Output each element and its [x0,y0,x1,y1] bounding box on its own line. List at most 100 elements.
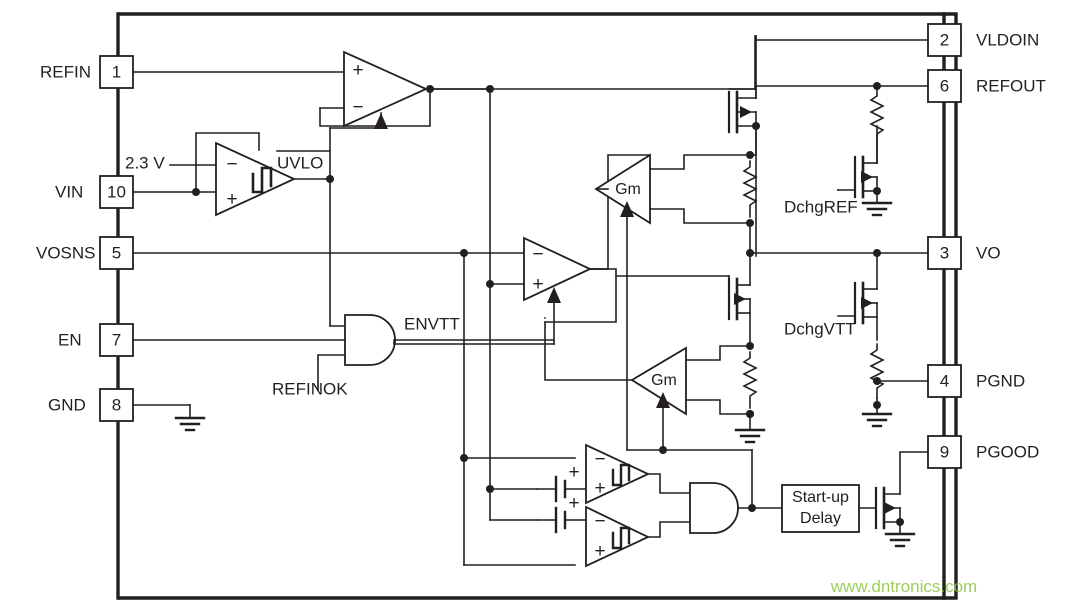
resistor-refout [869,89,885,145]
resistor-vo-zigzag [869,343,885,399]
gm-top-label: Gm [615,181,641,198]
pgood-comp2-plus: + [594,541,605,562]
wire-refinok-to-and [317,354,346,391]
ref-amp-plus-input: + [352,60,363,81]
pgood-comp1-minus: − [594,449,605,470]
dchgref-body-diode [861,171,873,183]
pin-en-label: EN [58,330,82,349]
discharge-fet-ref [837,125,881,204]
pin-en[interactable]: 7 EN [58,323,134,357]
vsrc2-plus: + [568,493,579,514]
gm-amplifier-top: Gm [594,153,651,225]
pin-refout-number: 6 [940,76,949,95]
pass-fet-refout [727,35,757,156]
uvlo-plus-input: + [226,189,237,210]
and-gate-body [344,314,396,366]
refinok-label: REFINOK [272,379,348,398]
ground-symbol-gnd [174,404,206,432]
ref-amp-minus-input: − [352,97,363,118]
pin-vin-number: 10 [107,182,126,201]
ground-symbol-vtt [734,428,766,444]
pin-pgnd-label: PGND [976,371,1025,390]
pin-refin[interactable]: 1 REFIN [40,55,134,89]
vref-threshold-label: 2.3 V [125,153,165,172]
pin-vin-box [99,175,134,209]
voltage-source-lower: + [536,493,587,534]
pin-vldoin-label: VLDOIN [976,30,1039,49]
pin-refout-label: REFOUT [976,76,1046,95]
wire-uvlo-to-refamp-enable [329,112,382,129]
pin-vldoin[interactable]: 2 VLDOIN [927,23,1039,57]
pin-pgood-number: 9 [940,442,949,461]
node-gm-enable-bus [659,446,667,454]
wire-gm-bottom-sense-hi [685,345,751,361]
pin-vosns-number: 5 [112,243,121,262]
pin-vo[interactable]: 3 VO [927,236,1001,270]
pin-en-box [99,323,134,357]
pin-vin[interactable]: 10 VIN [55,175,134,209]
wire-mainamp-to-gm-bottom [544,321,633,381]
resistor-vtt-zigzag [742,351,758,409]
dchgref-label: DchgREF [784,197,858,216]
node-pgood-fet-src [896,518,904,526]
dchgvtt-body-diode [861,297,873,309]
wire-uvlo-hyst-loop [195,132,260,193]
resistor-divider-ref [742,160,758,218]
pin-pgnd-number: 4 [940,371,949,390]
pgood-comp1-hyst [611,463,631,487]
pgood-upper-comparator: − + [585,443,651,505]
pgood-open-drain-fet [874,451,929,535]
startup-delay-line2: Delay [800,510,841,527]
pgood-fet-drain-to-pin [899,451,929,495]
node-dchgref-src [873,187,881,195]
ground-symbol-pgood [884,532,916,548]
envtt-label: ENVTT [404,314,460,333]
resistor-vo [869,343,885,399]
resistor-ref-zigzag [742,160,758,218]
gm-bottom-enable-arrow [656,392,670,408]
uvlo-hysteresis-glyph [251,166,273,194]
pin-refout[interactable]: 6 REFOUT [927,69,1046,103]
wire-mainamp-fb-lower [544,268,617,323]
dchgvtt-label: DchgVTT [784,319,856,338]
pin-gnd[interactable]: 8 GND [48,388,134,422]
wire-gm-top-sense-hi [649,154,751,170]
pin-vo-label: VO [976,243,1001,262]
pgood-lower-comparator: − + [585,505,651,568]
wire-gm-bottom-sense-lo [685,399,751,415]
pin-vosns-label: VOSNS [36,243,96,262]
main-error-amplifier: − + [523,236,593,303]
reference-buffer-amplifier: + − [343,50,429,129]
uvlo-minus-input: − [226,154,237,175]
wire-refamp-feedback [319,88,431,127]
startup-delay-rect [781,484,860,533]
pin-pgnd[interactable]: 4 PGND [927,364,1025,398]
pin-refout-box [927,69,962,103]
startup-delay-line1: Start-up [792,489,849,506]
wire-gm-top-sense-lo [649,208,751,224]
pin-gnd-box [99,388,134,422]
wire-comp2-to-and [647,521,691,538]
watermark-text: www.dntronics.com [830,577,977,596]
pin-refin-box [99,55,134,89]
pgood-and-gate [689,482,739,534]
pin-pgood-label: PGOOD [976,442,1039,461]
pin-vldoin-box [927,23,962,57]
uvlo-label: UVLO [277,153,323,172]
pin-vldoin-number: 2 [940,30,949,49]
ref-amp-triangle [343,50,429,128]
pin-gnd-number: 8 [112,395,121,414]
resistor-divider-vtt [742,351,758,409]
pin-refin-number: 1 [112,62,121,81]
pin-vosns[interactable]: 5 VOSNS [36,236,134,270]
pin-vo-number: 3 [940,243,949,262]
uvlo-triangle [215,141,297,217]
gm-amplifier-bottom: Gm [630,346,687,416]
wire-comp1-to-and [647,473,691,494]
main-amp-triangle [523,236,593,302]
wire-vldoin-rail [755,35,929,41]
resistor-refout-zigzag [869,89,885,145]
pin-pgood[interactable]: 9 PGOOD [927,435,1039,469]
startup-delay-block: Start-up Delay [781,484,860,533]
